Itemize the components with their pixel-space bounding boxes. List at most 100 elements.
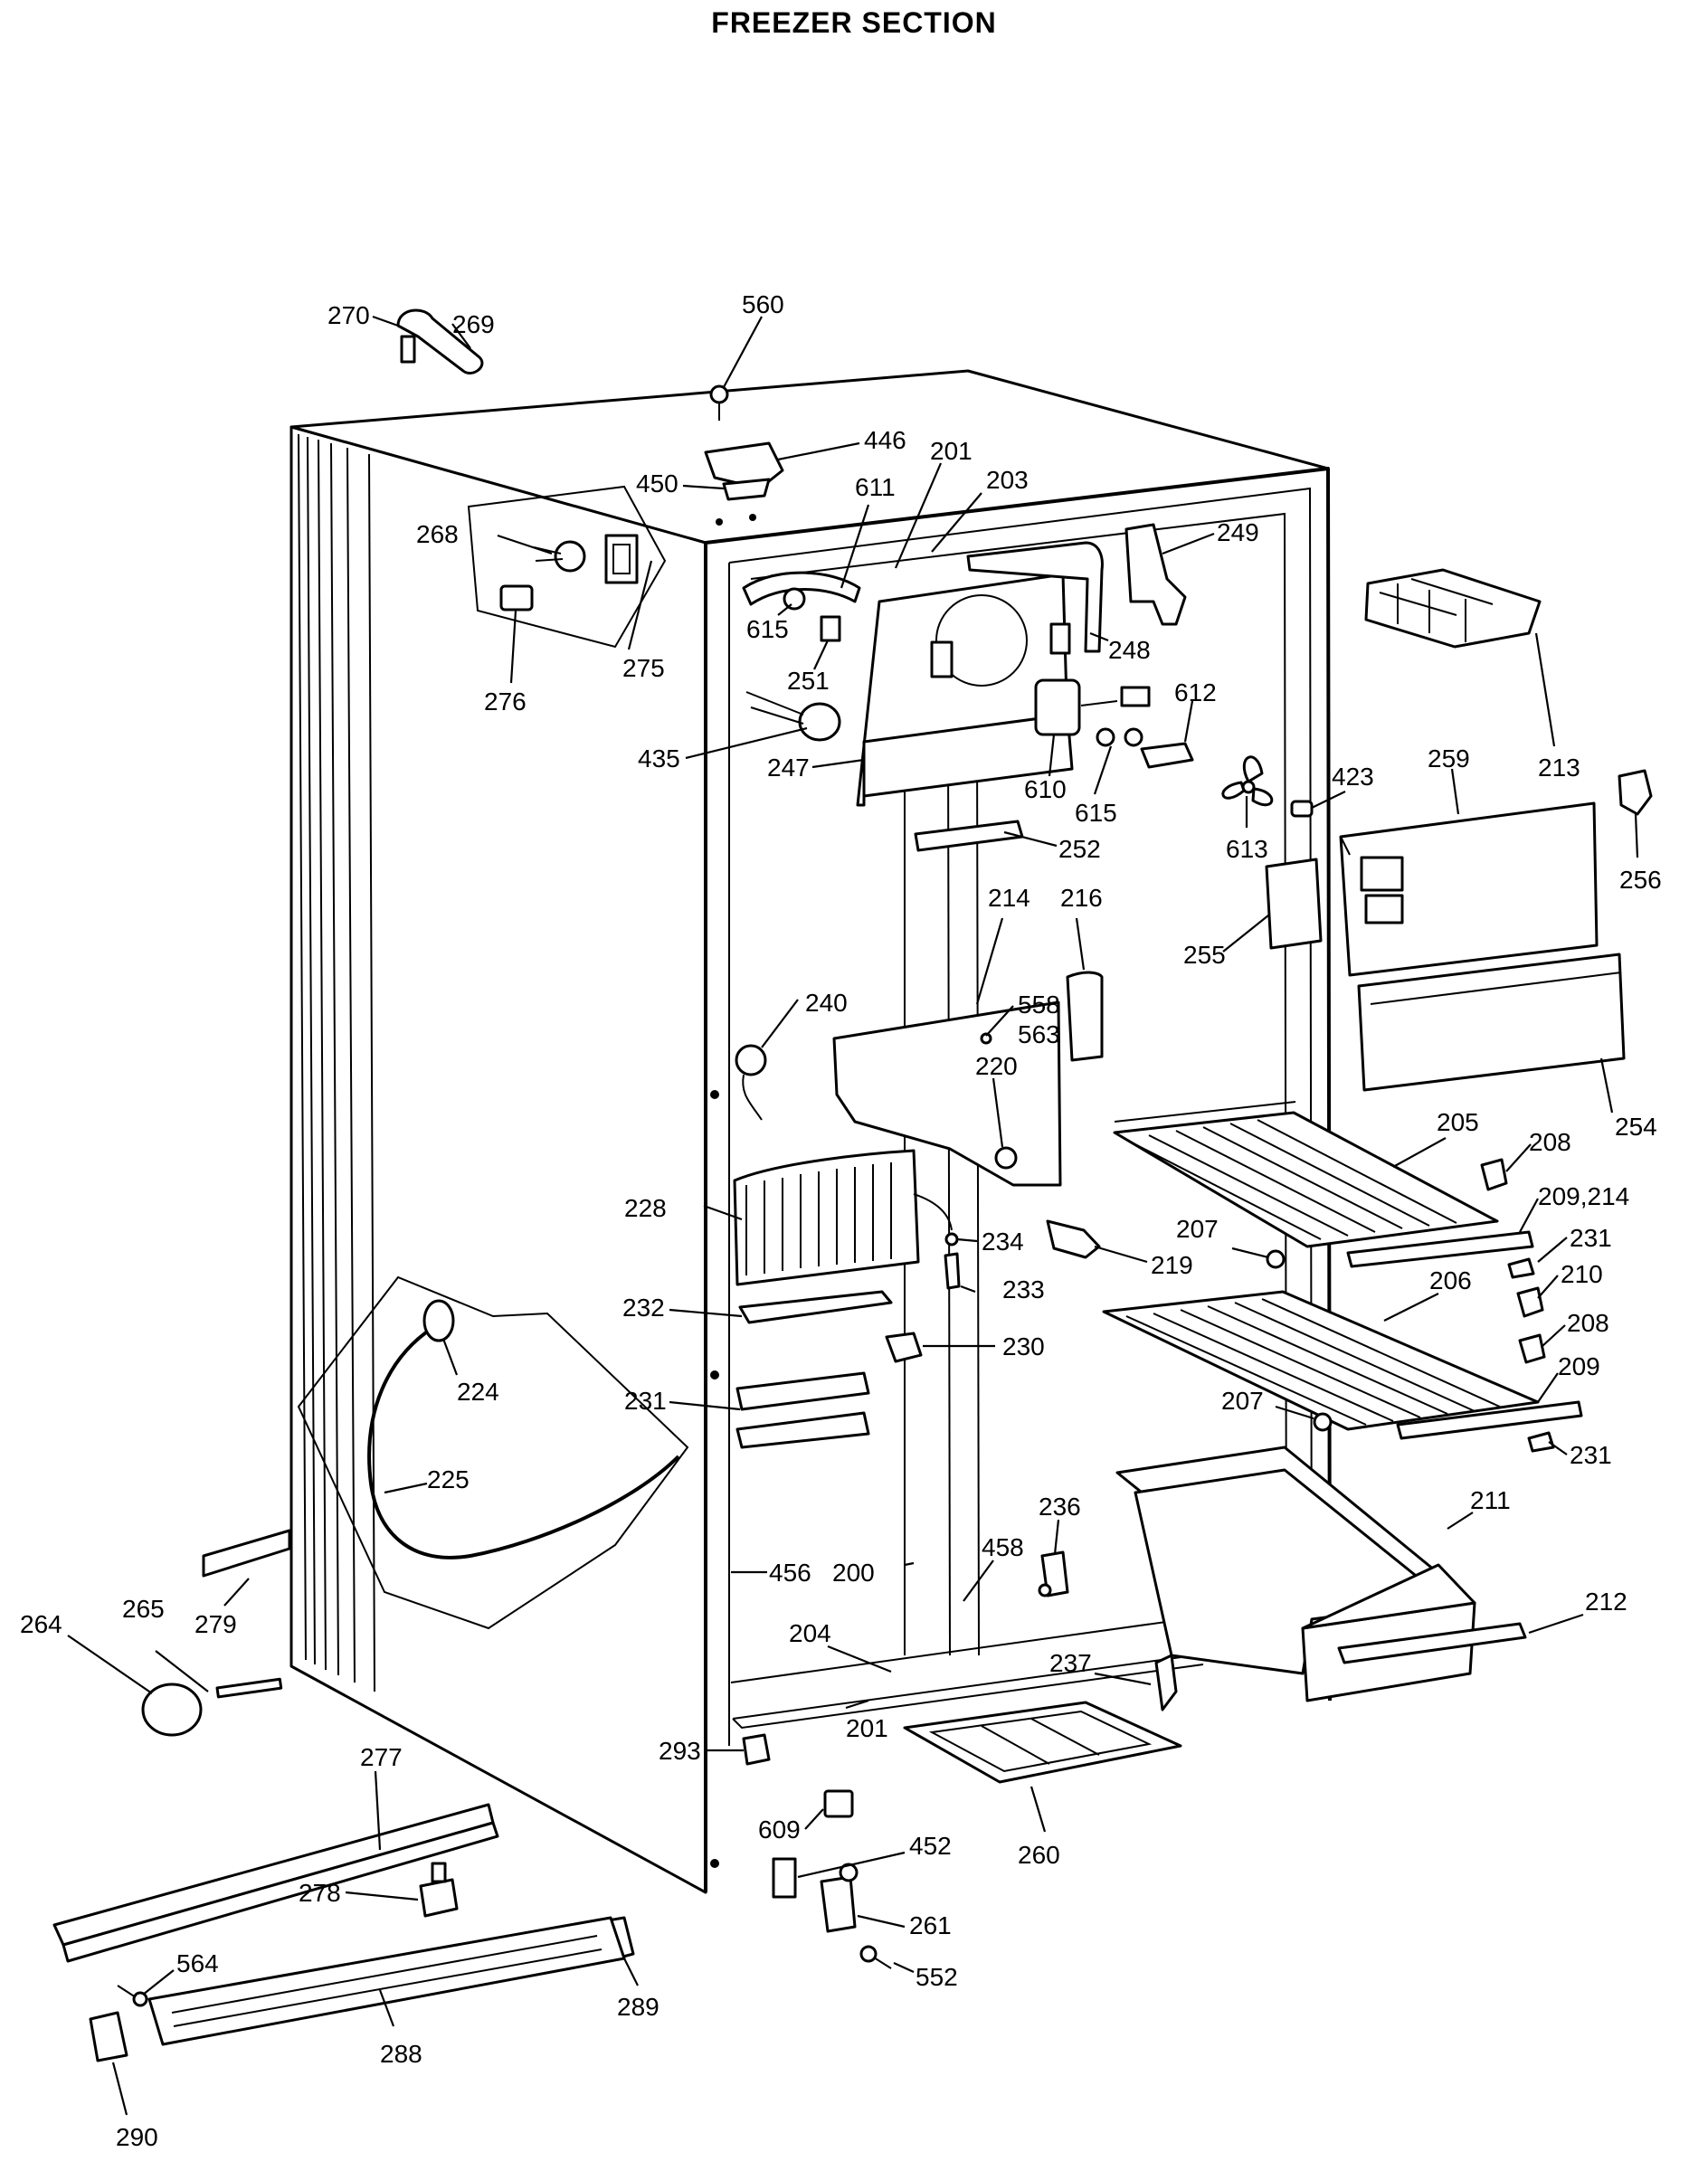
toe-grille-part [147,1916,626,2046]
part-label: 240 [805,989,848,1017]
heater-232-part [738,1290,893,1324]
screw-552-part [859,1945,892,1969]
part-label: 610 [1024,775,1067,803]
part-label: 268 [416,520,459,548]
screw-560-part [709,384,729,421]
ice-tray-part [1364,568,1542,649]
part-label: 248 [1108,636,1151,664]
part-label: 423 [1332,763,1374,791]
part-label: 609 [758,1815,801,1844]
part-label: 232 [622,1294,665,1322]
part-label: 458 [982,1533,1024,1561]
part-label: 435 [638,744,680,773]
plate-452-part [772,1857,797,1899]
part-label: 261 [909,1911,952,1939]
part-label: 219 [1151,1251,1193,1279]
wire-shelf-upper-part [1113,1101,1499,1248]
roller-264-part [141,1683,203,1737]
part-label: 288 [380,2040,422,2068]
shelf-clip-parts [1480,1158,1555,1453]
diagram-title: FREEZER SECTION [711,6,996,39]
part-236 [1038,1550,1069,1597]
part-label: 204 [789,1619,831,1647]
part-label: 255 [1183,941,1226,969]
grommet-pair-part [1096,727,1143,747]
shelf-rail-209-part [1346,1230,1583,1440]
part-label: 452 [909,1832,952,1860]
part-label: 564 [176,1949,219,1977]
part-278 [419,1862,459,1918]
part-label: 251 [787,667,830,695]
part-label: 252 [1058,835,1101,863]
part-label: 269 [452,310,495,338]
part-label: 216 [1060,884,1103,912]
lamp-socket-part [745,691,841,742]
part-label: 214 [988,884,1030,912]
part-293 [742,1733,771,1766]
part-label: 203 [986,466,1029,494]
part-label: 275 [622,654,665,682]
freezer-cabinet [289,369,1332,1894]
ice-shelf-panel-part [1339,801,1599,977]
part-label: 211 [1470,1486,1511,1514]
part-label: 450 [636,469,678,498]
part-label: 563 [1018,1020,1060,1048]
part-label: 209,214 [1538,1182,1629,1210]
part-237 [1154,1654,1178,1711]
drain-hose-part [297,1275,689,1630]
hinge-bracket-part [704,441,784,501]
part-label: 259 [1428,744,1470,773]
part-label: 200 [832,1559,875,1587]
evaporator-shield-part [832,1000,1062,1187]
fan-blade-part [1221,755,1274,807]
part-label: 201 [846,1714,888,1742]
part-label: 236 [1039,1493,1081,1521]
tube-248-part [966,541,1104,653]
shelf-support-207-part [1266,1249,1333,1432]
part-label: 213 [1538,754,1580,782]
part-label: 249 [1217,518,1259,546]
part-label: 611 [855,473,896,501]
part-label: 233 [1002,1275,1045,1304]
part-label: 276 [484,687,527,716]
part-label: 231 [1570,1224,1612,1252]
drain-pan-part [903,1701,1182,1784]
part-label: 256 [1619,866,1662,894]
control-knob-part [499,584,534,611]
part-label: 234 [982,1228,1024,1256]
part-label: 247 [767,754,810,782]
bracket-279-part [202,1529,291,1578]
rail-231-part [735,1371,870,1449]
part-252 [914,820,1024,852]
grommet-part [783,587,841,642]
part-label: 293 [659,1737,701,1765]
part-label: 289 [617,1993,659,2021]
switch-part [604,534,639,584]
pin-265-part [215,1677,283,1699]
bracket-249-part [1124,523,1187,626]
basket-handle-part [1337,1622,1527,1664]
part-label: 456 [769,1559,811,1587]
evaporator-coil-part [733,1149,953,1286]
evaporator-cover-part [856,573,1074,807]
screw-564-part [117,1985,148,2007]
part-label: 207 [1176,1215,1219,1243]
part-label: 208 [1529,1128,1571,1156]
heater-terminal-part [1046,1219,1101,1259]
part-label: 279 [195,1610,237,1638]
defrost-thermostat-part [735,1044,767,1121]
part-label: 264 [20,1610,62,1638]
part-label: 560 [742,290,784,318]
part-label: 209 [1558,1352,1600,1380]
part-label: 208 [1567,1309,1609,1337]
part-label: 230 [1002,1332,1045,1360]
part-label: 231 [624,1387,667,1415]
part-label: 254 [1615,1113,1657,1141]
part-label: 206 [1429,1266,1472,1294]
part-label: 260 [1018,1841,1060,1869]
part-423 [1290,800,1314,818]
part-label: 201 [930,437,973,465]
channel-216-part [1066,971,1104,1062]
part-256 [1618,769,1653,816]
